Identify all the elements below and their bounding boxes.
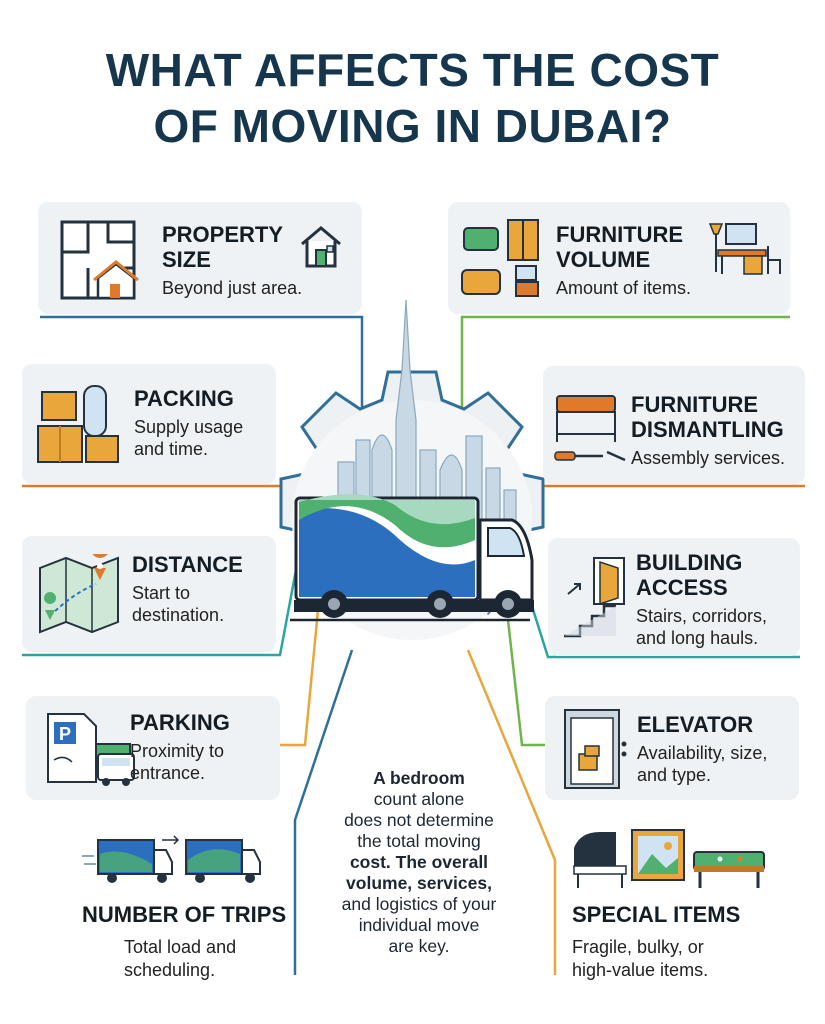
parking-description: Proximity to entrance. — [130, 741, 225, 783]
packing-heading: PACKING — [134, 386, 234, 411]
connector-special-items — [466, 649, 557, 975]
card-furniture-volume: FURNITURE VOLUME Amount of items. — [448, 202, 790, 314]
gear-skyline-truck-icon — [279, 299, 545, 640]
number-of-trips-block: NUMBER OF TRIPS Total load and schedulin… — [82, 902, 292, 982]
house-icon — [301, 226, 341, 268]
special-items-block: SPECIAL ITEMS Fragile, bulky, or high-va… — [572, 902, 802, 982]
special-items-description: Fragile, bulky, or high-value items. — [572, 937, 709, 980]
furniture-dismantling-description: Assembly services. — [631, 448, 786, 468]
center-note-line-4: the total moving — [357, 831, 481, 851]
center-note-line-1: A bedroom — [373, 768, 465, 788]
building-access-description: Stairs, corridors, and long hauls. — [636, 606, 768, 648]
connector-elevator — [506, 619, 545, 747]
title-line-1: WHAT AFFECTS THE COST — [105, 44, 720, 96]
card-distance: DISTANCE Start to destination. — [22, 536, 276, 652]
map-pin-icon — [39, 554, 119, 634]
connector-trips — [293, 649, 354, 975]
card-packing: PACKING Supply usage and time. — [22, 364, 276, 484]
parking-heading: PARKING — [130, 710, 230, 735]
connector-property-size — [40, 315, 364, 420]
piano-painting-pooltable-icon — [573, 829, 765, 888]
furniture-dismantling-heading: FURNITURE DISMANTLING — [631, 392, 784, 442]
two-trucks-icon — [82, 835, 261, 883]
title-line-2: OF MOVING IN DUBAI? — [153, 100, 672, 152]
bed-screwdriver-icon — [554, 395, 626, 462]
page-title: WHAT AFFECTS THE COST OF MOVING IN DUBAI… — [0, 42, 825, 154]
connector-furniture-volume — [460, 315, 790, 420]
center-note: A bedroom count alone does not determine… — [312, 768, 526, 957]
connector-parking — [280, 609, 320, 747]
center-note-line-5: cost. The overall — [349, 852, 489, 872]
connector-distance — [22, 569, 298, 657]
center-note-line-2: count alone — [373, 789, 465, 809]
elevator-description: Availability, size, and type. — [637, 743, 768, 785]
desk-lamp-icon — [708, 223, 781, 275]
furniture-set-icon — [461, 219, 539, 297]
elevator-icon — [564, 709, 627, 789]
distance-heading: DISTANCE — [132, 552, 243, 577]
floor-plan-house-icon — [60, 220, 139, 300]
property-size-description: Beyond just area. — [162, 278, 303, 298]
boxes-bubble-wrap-icon — [37, 385, 119, 463]
stairs-door-icon — [564, 557, 625, 638]
furniture-volume-description: Amount of items. — [556, 278, 692, 298]
card-elevator: ELEVATOR Availability, size, and type. — [545, 696, 799, 800]
number-of-trips-heading: NUMBER OF TRIPS — [82, 902, 287, 927]
building-access-heading: BUILDING ACCESS — [636, 550, 743, 600]
furniture-volume-heading: FURNITURE VOLUME — [556, 222, 684, 272]
special-items-heading: SPECIAL ITEMS — [572, 902, 741, 927]
elevator-heading: ELEVATOR — [637, 712, 754, 737]
number-of-trips-description: Total load and scheduling. — [124, 937, 237, 980]
distance-description: Start to destination. — [132, 583, 225, 625]
center-note-line-3: does not determine — [344, 810, 494, 830]
property-size-heading: PROPERTY SIZE — [162, 222, 284, 272]
center-note-line-8: individual move — [358, 915, 480, 935]
card-property-size: PROPERTY SIZE Beyond just area. — [38, 202, 362, 314]
svg-text:P: P — [59, 724, 71, 744]
packing-description: Supply usage and time. — [134, 417, 244, 459]
card-building-access: BUILDING ACCESS Stairs, corridors, and l… — [548, 538, 800, 656]
parking-truck-icon: P — [47, 713, 135, 786]
connector-building-access — [528, 599, 800, 659]
card-parking: P PARKING Proximity to entrance. — [26, 696, 280, 800]
center-note-line-6: volume, services, — [346, 873, 492, 893]
card-furniture-dismantling: FURNITURE DISMANTLING Assembly services. — [543, 366, 805, 484]
center-note-line-9: are key. — [388, 936, 450, 956]
center-note-line-7: and logistics of your — [341, 894, 497, 914]
